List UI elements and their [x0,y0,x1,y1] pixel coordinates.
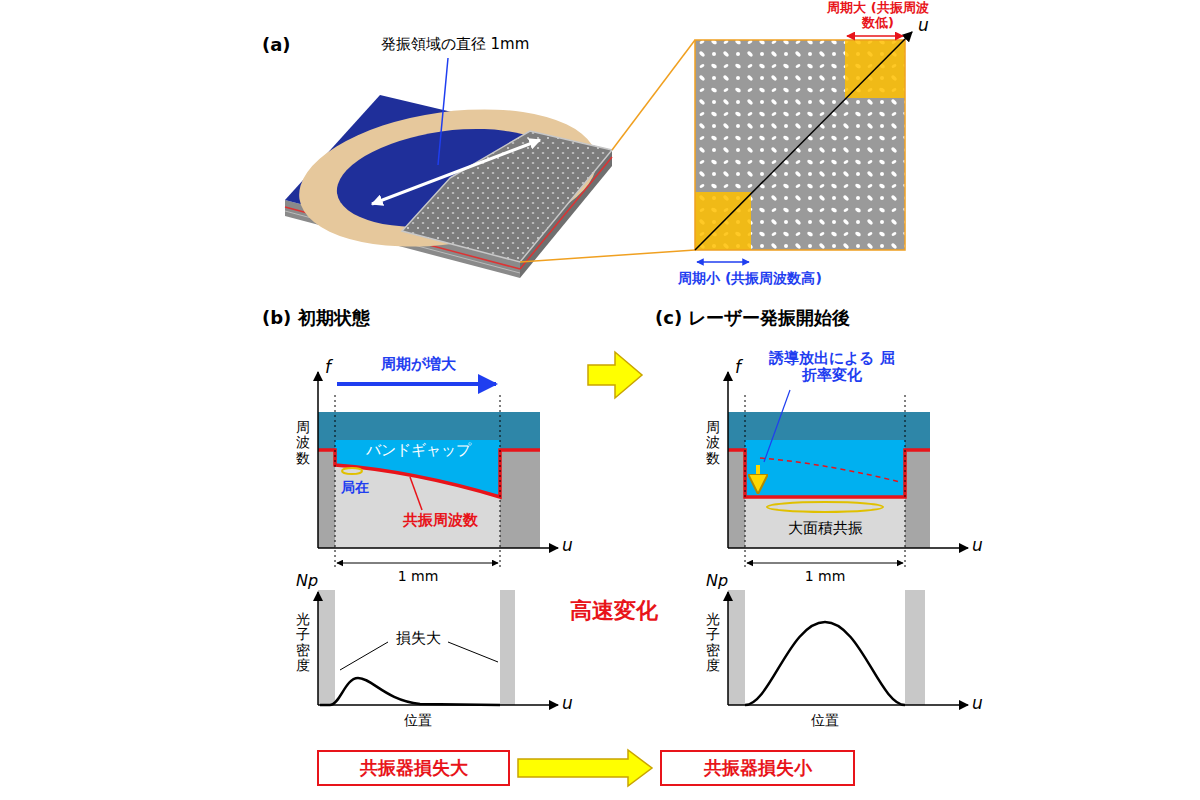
axis-label: Np [296,572,318,590]
axis-label: Np [706,572,728,590]
dimension-label: 1 mm [805,568,846,584]
axis-title: 周波数 [296,420,310,466]
panel-label: (b) 初期状態 [262,308,370,329]
axis-label: f [735,358,741,378]
panel-label: (c) レーザー発振開始後 [655,308,850,329]
curve-label: 共振周波数 [403,512,478,529]
period-note: 周期大 (共振周波数低) [822,1,934,31]
mode-label: 局在 [341,479,369,495]
axis-label: u [972,536,983,556]
mode-label: 大面積共振 [788,520,863,537]
axis-title: 位置 [811,712,839,728]
loss-label: 損失大 [396,630,441,647]
panel-label: (a) [262,35,291,56]
axis-label: u [562,694,573,714]
axis-title: 周波数 [706,420,720,466]
transition-arrow [518,750,652,786]
box-text: 共振器損失小 [704,756,812,780]
axis-title: 位置 [404,712,432,728]
axis-title: 光子密度 [706,612,720,674]
axis-label: u [918,16,929,36]
axis-label: f [325,358,331,378]
band-label: バンドギャップ [366,442,471,459]
box-text: 共振器損失大 [360,756,468,780]
dimension-label: 発振領域の直径 1mm [381,36,530,53]
axis-label: u [972,694,983,714]
axis-title: 光子密度 [296,612,310,674]
axis-label: u [562,536,573,556]
trend-label: 周期が増大 [381,356,456,373]
result-box: 共振器損失小 [660,750,855,786]
result-box: 共振器損失大 [317,750,510,786]
effect-label: 誘導放出による 屈折率変化 [762,350,902,385]
period-note: 周期小 (共振周波数高) [678,270,822,286]
transition-label: 高速変化 [570,598,658,623]
dimension-label: 1 mm [398,568,439,584]
